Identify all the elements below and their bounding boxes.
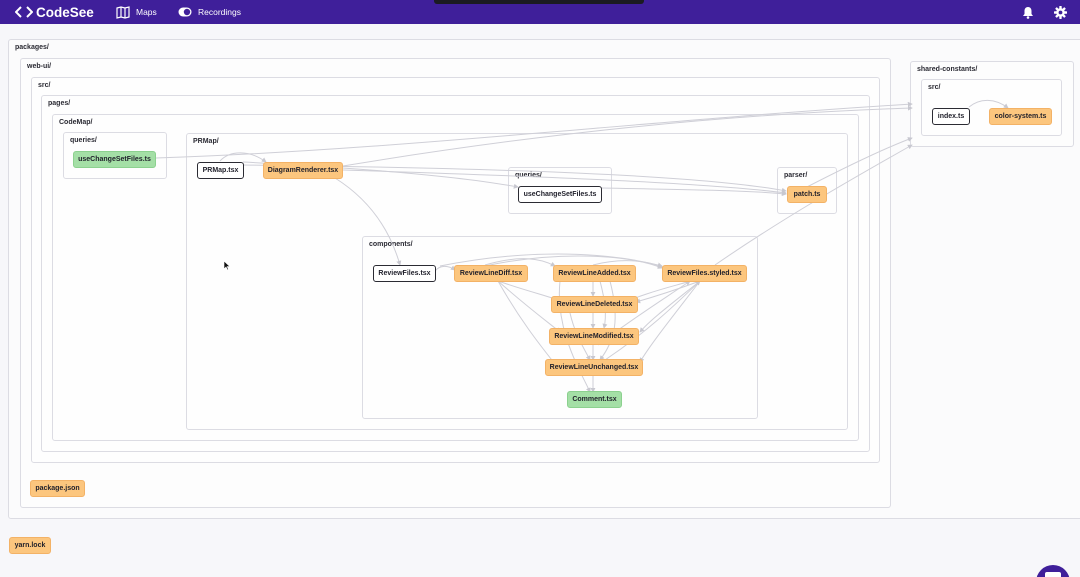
file-node-comment[interactable]: Comment.tsx	[567, 391, 622, 408]
file-node-review-files[interactable]: ReviewFiles.tsx	[373, 265, 436, 282]
nav-maps[interactable]: Maps	[116, 2, 157, 22]
file-name: useChangeSetFiles.ts	[523, 191, 597, 198]
code-brackets-icon	[15, 6, 33, 18]
file-node-package-json[interactable]: package.json	[30, 480, 85, 497]
brand-name: CodeSee	[36, 4, 94, 20]
folder-label: PRMap/	[193, 138, 219, 145]
file-name: color-system.ts	[994, 113, 1047, 120]
folder-label: packages/	[15, 44, 49, 51]
folder-label: parser/	[784, 172, 808, 179]
nav-recordings-label: Recordings	[198, 7, 241, 17]
file-name: ReviewFiles.tsx	[378, 270, 431, 277]
file-name: ReviewLineModified.tsx	[554, 333, 634, 340]
file-node-yarn-lock[interactable]: yarn.lock	[9, 537, 51, 554]
nav-maps-label: Maps	[136, 7, 157, 17]
file-name: ReviewLineDeleted.tsx	[556, 301, 633, 308]
file-name: ReviewLineAdded.tsx	[558, 270, 631, 277]
mouse-pointer-icon	[223, 260, 231, 271]
file-node-review-line-added[interactable]: ReviewLineAdded.tsx	[553, 265, 636, 282]
file-node-diagram-renderer[interactable]: DiagramRenderer.tsx	[263, 162, 343, 179]
file-node-color-system[interactable]: color-system.ts	[989, 108, 1052, 125]
codesee-logo[interactable]: CodeSee	[15, 3, 94, 21]
file-node-review-line-modified[interactable]: ReviewLineModified.tsx	[549, 328, 639, 345]
file-node-review-line-diff[interactable]: ReviewLineDiff.tsx	[454, 265, 528, 282]
folder-label: CodeMap/	[59, 119, 93, 126]
chat-button[interactable]	[1036, 565, 1070, 577]
chat-icon	[1045, 572, 1061, 577]
folder-label: web-ui/	[27, 63, 52, 70]
file-node-prmap[interactable]: PRMap.tsx	[197, 162, 244, 179]
file-node-use-change-set-files[interactable]: useChangeSetFiles.ts	[73, 151, 156, 168]
file-name: DiagramRenderer.tsx	[267, 167, 339, 174]
file-name: yarn.lock	[14, 542, 46, 549]
file-name: patch.ts	[793, 191, 821, 198]
folder-label: queries/	[515, 172, 542, 179]
toggle-icon	[178, 7, 192, 17]
file-node-review-line-unchanged[interactable]: ReviewLineUnchanged.tsx	[545, 359, 643, 376]
map-icon	[116, 5, 130, 19]
file-name: index.ts	[937, 113, 965, 120]
bell-icon[interactable]	[1019, 3, 1037, 21]
folder-label: src/	[38, 82, 51, 89]
folder-label: queries/	[70, 137, 97, 144]
file-name: Comment.tsx	[572, 396, 617, 403]
file-node-patch[interactable]: patch.ts	[787, 186, 827, 203]
folder-label: shared-constants/	[917, 66, 978, 73]
top-navigation-bar: CodeSee Maps Recordings	[0, 0, 1080, 24]
folder-label: components/	[369, 241, 413, 248]
file-name: ReviewFiles.styled.tsx	[667, 270, 742, 277]
file-node-use-change-set-files-prmap[interactable]: useChangeSetFiles.ts	[518, 186, 602, 203]
nav-recordings[interactable]: Recordings	[178, 2, 241, 22]
file-node-review-files-styled[interactable]: ReviewFiles.styled.tsx	[662, 265, 747, 282]
file-name: PRMap.tsx	[202, 167, 239, 174]
gear-icon[interactable]	[1051, 3, 1069, 21]
window-tab-strip	[434, 0, 644, 4]
file-name: ReviewLineDiff.tsx	[459, 270, 523, 277]
folder-label: src/	[928, 84, 941, 91]
file-name: ReviewLineUnchanged.tsx	[549, 364, 639, 371]
file-name: useChangeSetFiles.ts	[78, 156, 151, 163]
file-name: package.json	[35, 485, 80, 492]
file-node-review-line-deleted[interactable]: ReviewLineDeleted.tsx	[551, 296, 638, 313]
file-node-index[interactable]: index.ts	[932, 108, 970, 125]
folder-label: pages/	[48, 100, 71, 107]
